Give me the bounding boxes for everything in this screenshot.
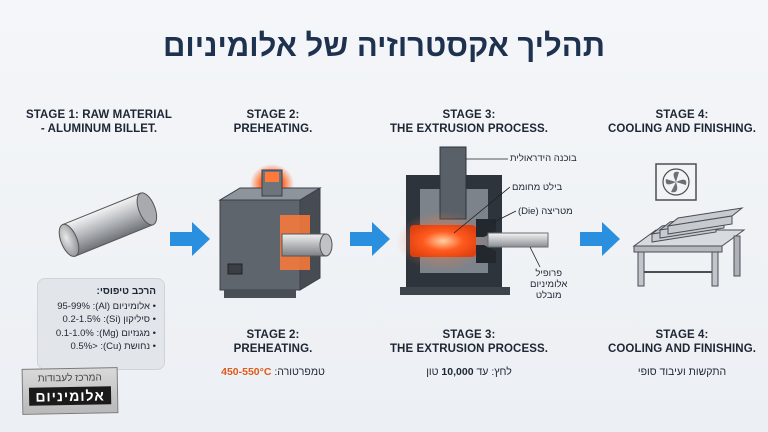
stage-4-heading: STAGE 4:COOLING AND FINISHING.	[607, 109, 757, 135]
badge-line-2: אלומיניום	[28, 386, 112, 406]
company-logo-badge: המרכז לעבודות אלומיניום	[21, 367, 119, 415]
stage-3-caption-heading: STAGE 3:THE EXTRUSION PROCESS.	[389, 329, 549, 355]
extrusion-pressure: לחץ: עד 10,000 טון	[426, 366, 512, 378]
profile-label: פרופיל אלומיניום מובלט	[530, 268, 568, 301]
page-title: תהליך אקסטרוזיה של אלומיניום	[163, 28, 605, 63]
arrow-right-icon	[170, 222, 210, 256]
composition-row: • סיליקון (Si): 0.2-1.5%	[62, 314, 156, 325]
preheat-temperature: טמפרטורה: 450-550°C	[221, 366, 325, 378]
composition-box: הרכב טיפוסי: • אלומיניום (Al): 95-99% • …	[37, 278, 165, 370]
composition-row: • אלומיניום (Al): 95-99%	[57, 300, 156, 312]
composition-title: הרכב טיפוסי:	[96, 286, 157, 297]
die-label: מטריצה (Die)	[518, 206, 573, 217]
arrow-right-icon	[350, 222, 390, 256]
piston-label: בוכנה הידראולית	[510, 153, 577, 164]
badge-line-1: המרכז לעבודות	[37, 372, 102, 385]
heated-billet-label: בילט מחומם	[512, 182, 563, 193]
finishing-description: התקשות ועיבוד סופי	[637, 366, 727, 378]
fan-icon	[665, 171, 687, 193]
cooling-table-illustration	[632, 163, 746, 287]
stage-1-heading: STAGE 1: RAW MATERIAL- ALUMINUM BILLET.	[25, 109, 173, 135]
composition-row: • מגנזיום (Mg): 0.1-1.0%	[55, 327, 156, 339]
arrow-right-icon	[580, 222, 620, 256]
stage-2-heading: STAGE 2:PREHEATING.	[233, 109, 313, 135]
aluminum-billet-illustration	[58, 192, 158, 257]
extrusion-press-illustration	[396, 146, 549, 295]
composition-row: • נחושת (Cu): <0.5%	[70, 341, 157, 352]
stage-4-caption-heading: STAGE 4:COOLING AND FINISHING.	[607, 329, 757, 355]
stage-3-heading: STAGE 3:THE EXTRUSION PROCESS.	[389, 109, 549, 135]
stage-2-caption-heading: STAGE 2:PREHEATING.	[233, 329, 313, 355]
preheating-furnace-illustration	[218, 164, 333, 298]
